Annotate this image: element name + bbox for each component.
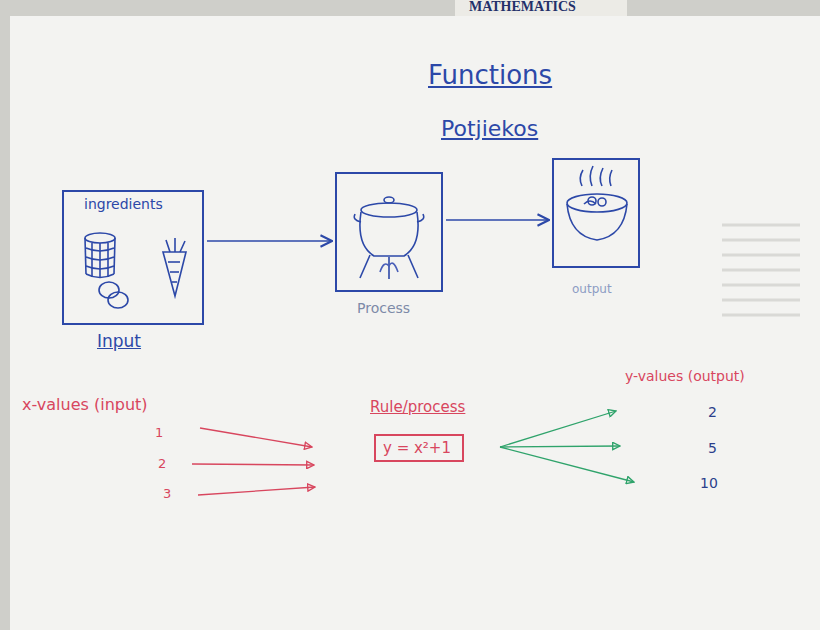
subtitle: Potjiekos <box>441 116 538 142</box>
food-bowl <box>567 166 627 240</box>
box-heading: ingredients <box>84 196 202 213</box>
axis-heading: x-values (input) <box>22 395 148 414</box>
input-arrows <box>192 428 315 495</box>
rule-heading: Rule/process <box>370 398 465 416</box>
drum-basket <box>85 233 115 278</box>
flow-arrow <box>446 219 549 221</box>
output-value: 2 <box>708 404 717 421</box>
axis-heading: y-values (output) <box>625 368 745 385</box>
header-sign <box>455 0 627 16</box>
header-sign-text: MATHEMATICS <box>469 0 576 16</box>
window-reflection <box>722 225 800 315</box>
rule-box: Rule/processy = x²+1 <box>374 398 465 462</box>
stage-label: Input <box>97 331 141 351</box>
box-outline <box>335 172 443 292</box>
input-value: 1 <box>155 425 163 441</box>
output-value: 10 <box>700 475 718 492</box>
input-value: 2 <box>158 456 166 472</box>
output-arrows <box>500 411 634 482</box>
potjie-pot <box>354 197 424 279</box>
title: Functions <box>428 60 552 91</box>
rule-formula: y = x²+1 <box>376 436 462 460</box>
box-outline <box>552 158 640 268</box>
flow-arrow <box>207 240 332 242</box>
output-value: 5 <box>708 440 717 457</box>
stage-label: Process <box>357 300 410 317</box>
box-outline: y = x²+1 <box>374 434 464 462</box>
box-outline: ingredients <box>62 190 204 325</box>
stage-label: output <box>572 282 612 296</box>
board-surface <box>10 16 820 630</box>
input-box: ingredientsInput <box>62 190 204 351</box>
input-value: 3 <box>163 486 171 502</box>
potato-slices <box>99 282 128 308</box>
process-box: Process <box>335 172 443 317</box>
output-box: output <box>552 158 640 296</box>
carrots <box>163 238 186 296</box>
